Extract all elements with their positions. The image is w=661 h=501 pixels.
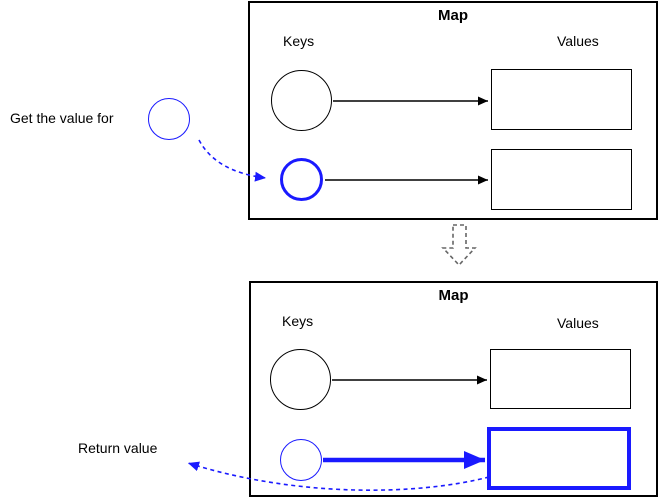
keys-header: Keys (282, 313, 314, 329)
map-box-before: Map Keys Values (248, 1, 658, 220)
query-key-circle (148, 98, 190, 140)
value-box-2 (491, 149, 632, 210)
value-box-1 (491, 69, 632, 130)
map-box-after: Map Keys Values (249, 281, 658, 497)
value-box-2-highlighted (487, 427, 631, 490)
transition-down-arrow-icon (441, 224, 477, 267)
key-circle-2-highlighted (280, 439, 322, 481)
get-value-label: Get the value for (10, 110, 114, 126)
values-header: Values (557, 315, 599, 331)
value-box-1 (490, 349, 631, 409)
map-title: Map (438, 7, 468, 24)
values-header: Values (557, 33, 599, 49)
return-value-label: Return value (78, 440, 158, 456)
key-circle-1 (270, 349, 331, 410)
key-circle-2-highlighted (280, 158, 323, 201)
keys-header: Keys (283, 33, 315, 49)
key-circle-1 (271, 70, 332, 131)
map-title: Map (438, 287, 469, 304)
